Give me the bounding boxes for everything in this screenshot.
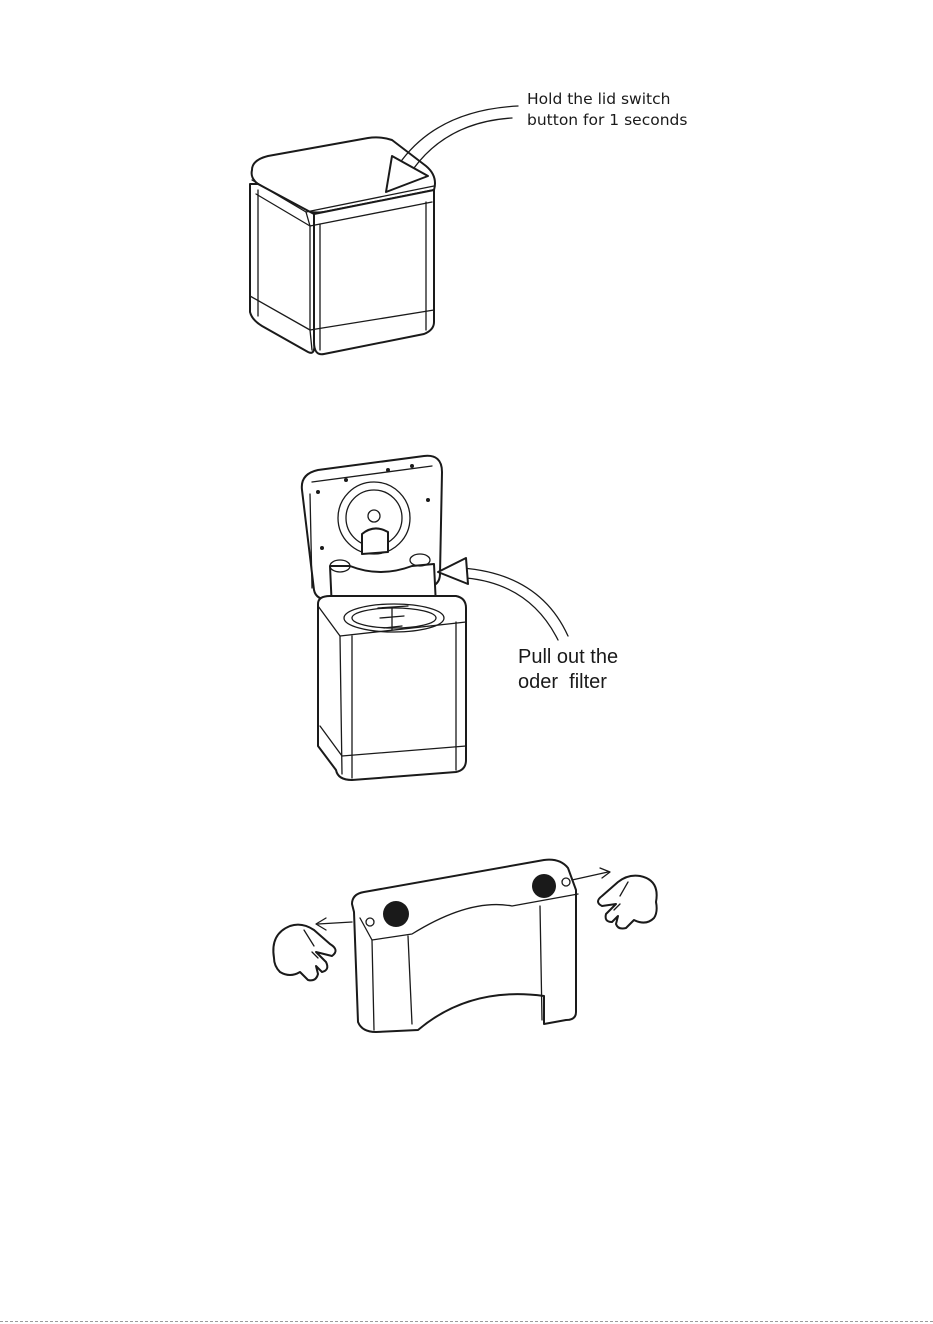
left-hand-icon (273, 925, 335, 981)
step-1-instruction: Hold the lid switch button for 1 seconds (527, 89, 687, 131)
filter-cartridge-icon (352, 860, 578, 1032)
right-hand-icon (598, 876, 657, 929)
step-2-line-1: Pull out the (518, 645, 618, 670)
step-1-line-2: button for 1 seconds (527, 110, 687, 131)
step-2-instruction: Pull out the oder filter (518, 645, 618, 695)
step-2-line-2: oder filter (518, 670, 618, 695)
page-bottom-divider (0, 1321, 933, 1322)
curved-arrow-icon (386, 106, 518, 192)
open-device-icon (302, 456, 466, 780)
step-1-line-1: Hold the lid switch (527, 89, 687, 110)
